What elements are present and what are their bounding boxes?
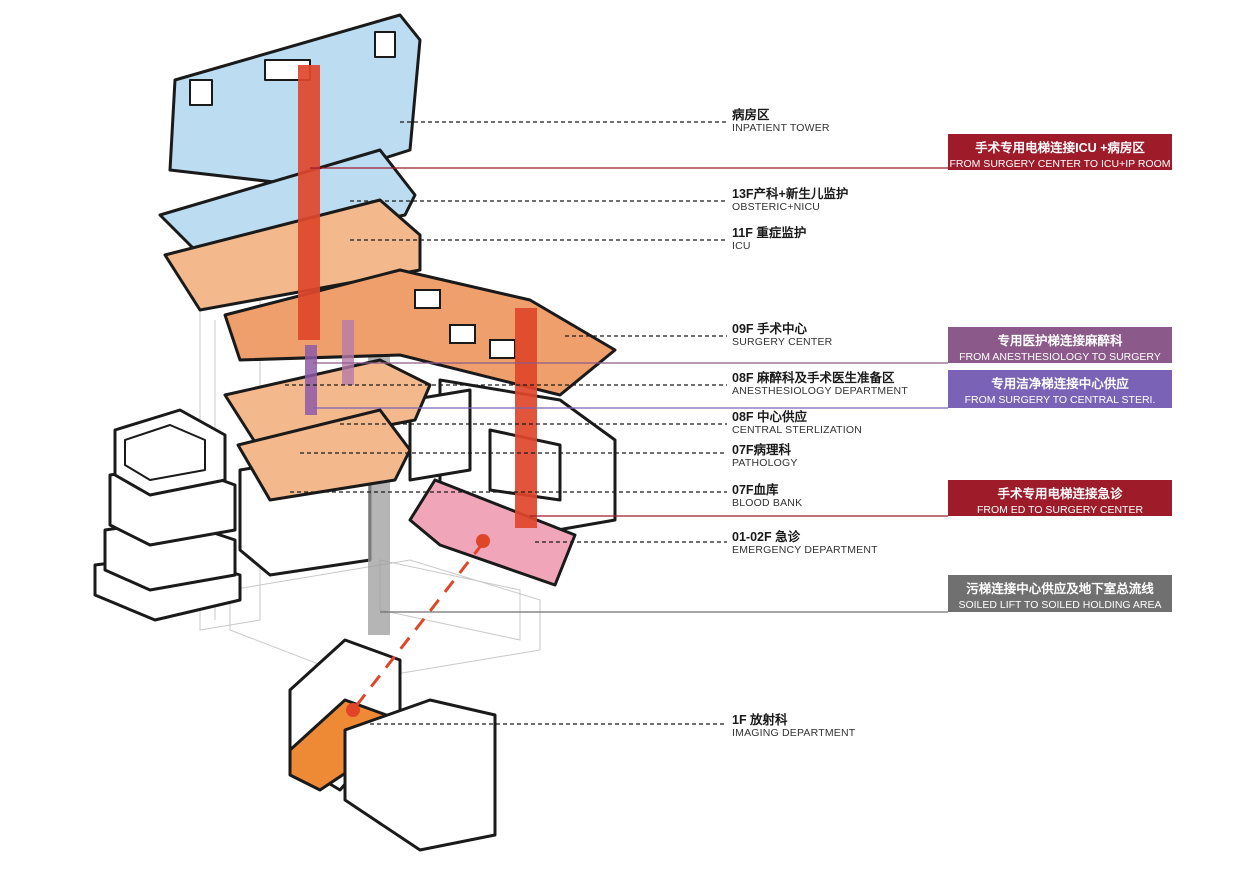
callout-zh: 专用医护梯连接麻醉科 [997, 334, 1123, 348]
anesthesiology-elevator [305, 345, 317, 415]
left-tower [93, 408, 242, 622]
label-zh: 07F病理科 [732, 443, 792, 457]
callout-zh: 手术专用电梯连接急诊 [997, 487, 1123, 501]
label-zh: 13F产科+新生儿监护 [732, 187, 849, 201]
label-imaging: 1F 放射科 IMAGING DEPARTMENT [732, 713, 855, 739]
callout-zh: 专用洁净梯连接中心供应 [991, 377, 1129, 391]
label-en: OBSTERIC+NICU [732, 201, 821, 214]
label-icu: 11F 重症监护 ICU [732, 226, 806, 252]
inpatient-tower [158, 13, 422, 257]
callout-en: SOILED LIFT TO SOILED HOLDING AREA [958, 599, 1162, 611]
callout-ed-to-surgery: 手术专用电梯连接急诊 FROM ED TO SURGERY CENTER [948, 480, 1172, 516]
label-obstetric-nicu: 13F产科+新生儿监护 OBSTERIC+NICU [732, 187, 848, 213]
label-en: SURGERY CENTER [732, 336, 833, 349]
callout-en: FROM SURGERY TO CENTRAL STERI. [964, 394, 1156, 406]
label-en: BLOOD BANK [732, 497, 803, 510]
surgery-elevator-icu [298, 65, 320, 340]
label-en: INPATIENT TOWER [732, 122, 830, 135]
floor-emergency [408, 478, 577, 587]
label-zh: 病房区 [732, 108, 770, 122]
label-zh: 08F 中心供应 [732, 410, 808, 424]
callout-en: FROM SURGERY CENTER TO ICU+IP ROOM [949, 158, 1171, 170]
callout-surgery-to-icu: 手术专用电梯连接ICU +病房区 FROM SURGERY CENTER TO … [948, 134, 1172, 170]
callout-anesthesiology-to-surgery: 专用医护梯连接麻醉科 FROM ANESTHESIOLOGY TO SURGER… [948, 327, 1172, 363]
label-en: ANESTHESIOLOGY DEPARTMENT [732, 385, 908, 398]
callout-en: FROM ANESTHESIOLOGY TO SURGERY [959, 351, 1161, 363]
callout-zh: 手术专用电梯连接ICU +病房区 [975, 141, 1145, 155]
label-zh: 07F血库 [732, 483, 779, 497]
imaging-route-end-dot [346, 703, 360, 717]
label-zh: 1F 放射科 [732, 713, 788, 727]
sterile-elevator [342, 320, 354, 385]
label-zh: 09F 手术中心 [732, 322, 808, 336]
floor-pathology [236, 408, 412, 502]
label-en: IMAGING DEPARTMENT [732, 727, 856, 740]
callout-surgery-to-central-steri: 专用洁净梯连接中心供应 FROM SURGERY TO CENTRAL STER… [948, 370, 1172, 408]
leader-lines [285, 121, 948, 725]
label-inpatient-tower: 病房区 INPATIENT TOWER [732, 108, 830, 134]
label-central-sterilization: 08F 中心供应 CENTRAL STERLIZATION [732, 410, 862, 436]
label-anesthesiology: 08F 麻醉科及手术医生准备区 ANESTHESIOLOGY DEPARTMEN… [732, 371, 908, 397]
callout-soiled-lift: 污梯连接中心供应及地下室总流线 SOILED LIFT TO SOILED HO… [948, 575, 1172, 612]
label-emergency: 01-02F 急诊 EMERGENCY DEPARTMENT [732, 530, 878, 556]
imaging-block [288, 638, 497, 852]
label-en: CENTRAL STERLIZATION [732, 424, 863, 437]
label-zh: 08F 麻醉科及手术医生准备区 [732, 371, 895, 385]
label-en: EMERGENCY DEPARTMENT [732, 544, 878, 557]
label-zh: 11F 重症监护 [732, 226, 807, 240]
callout-en: FROM ED TO SURGERY CENTER [976, 504, 1144, 516]
label-surgery-center: 09F 手术中心 SURGERY CENTER [732, 322, 832, 348]
label-blood-bank: 07F血库 BLOOD BANK [732, 483, 802, 509]
label-en: PATHOLOGY [732, 457, 798, 470]
label-zh: 01-02F 急诊 [732, 530, 801, 544]
callout-zh: 污梯连接中心供应及地下室总流线 [966, 582, 1154, 596]
ed-route-start-dot [476, 534, 490, 548]
label-en: ICU [732, 240, 751, 253]
floor-icu [163, 198, 422, 312]
surgery-elevator-ed [515, 308, 537, 528]
label-pathology: 07F病理科 PATHOLOGY [732, 443, 798, 469]
ed-to-imaging-route [351, 542, 485, 711]
